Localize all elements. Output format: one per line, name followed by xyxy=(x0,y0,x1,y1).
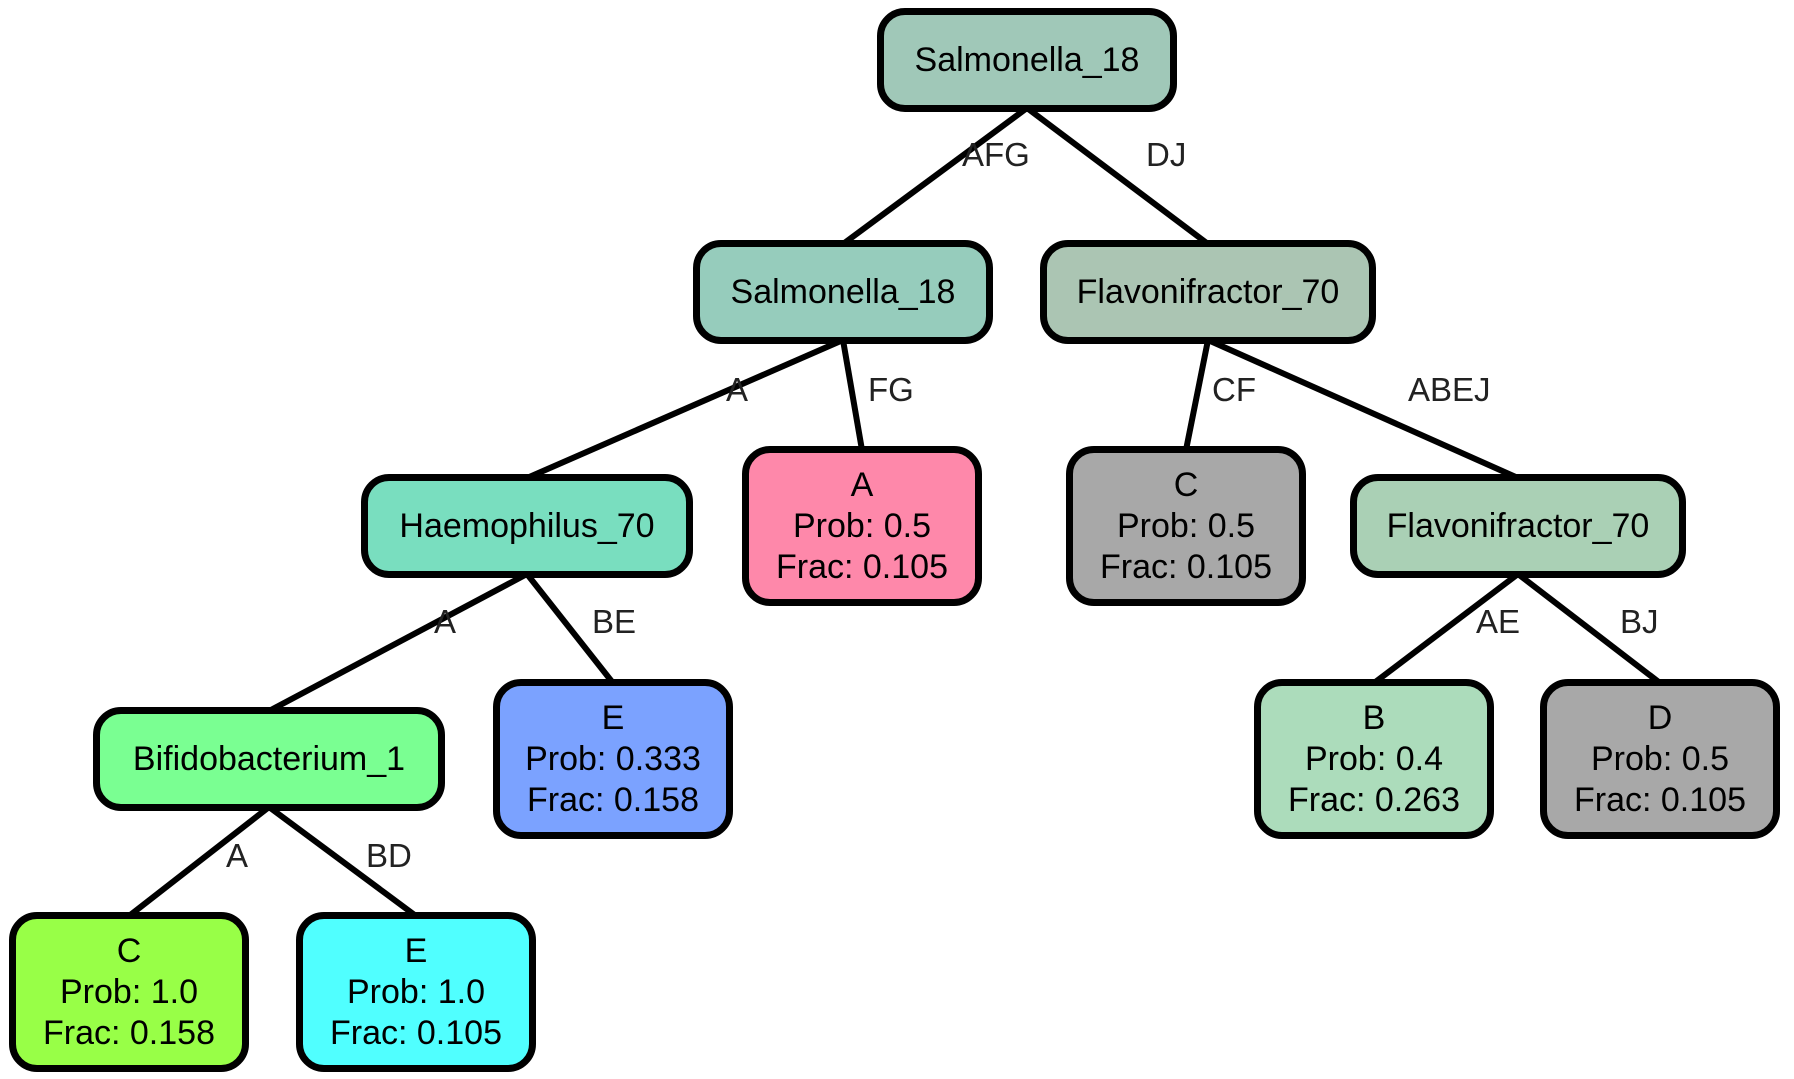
node-title: C xyxy=(116,931,142,970)
edge-sal2-leafA xyxy=(840,339,865,451)
node-title: C xyxy=(1173,465,1199,504)
node-title: E xyxy=(404,931,428,970)
node-title: Haemophilus_70 xyxy=(399,506,655,545)
edge-label: A xyxy=(726,371,749,408)
node-bifi: Bifidobacterium_1 xyxy=(93,707,445,811)
edge-sal2-haem xyxy=(525,337,845,481)
node-title: A xyxy=(850,465,874,504)
edge-bifi-leafC2 xyxy=(127,804,271,919)
edge-label: CF xyxy=(1212,371,1256,408)
node-title: Salmonella_18 xyxy=(730,272,956,311)
edge-bifi-leafE2 xyxy=(267,804,418,919)
node-detail: Prob: 0.4 xyxy=(1305,739,1443,778)
edge-root-sal2 xyxy=(841,105,1029,247)
edge-label: BD xyxy=(366,837,412,874)
edge-flav1-leafC1 xyxy=(1183,339,1211,451)
node-detail: Prob: 1.0 xyxy=(60,972,198,1011)
edge-label: A xyxy=(434,603,457,640)
node-title: D xyxy=(1647,698,1673,737)
edge-label: DJ xyxy=(1146,136,1187,173)
node-detail: Frac: 0.105 xyxy=(1100,547,1272,586)
edge-label: BE xyxy=(592,603,637,640)
edge-flav1-flav2 xyxy=(1206,337,1520,481)
edge-label: A xyxy=(226,837,249,874)
node-detail: Prob: 0.5 xyxy=(1591,739,1729,778)
node-flav2: Flavonifractor_70 xyxy=(1350,474,1686,578)
edge-label: AE xyxy=(1476,603,1521,640)
node-flav1: Flavonifractor_70 xyxy=(1040,240,1376,344)
edge-label: BJ xyxy=(1620,603,1659,640)
node-detail: Frac: 0.263 xyxy=(1288,780,1460,819)
node-detail: Prob: 0.5 xyxy=(1117,506,1255,545)
edge-root-flav1 xyxy=(1025,105,1210,247)
node-sal2: Salmonella_18 xyxy=(693,240,993,344)
node-haem: Haemophilus_70 xyxy=(361,474,693,578)
edge-label: FG xyxy=(868,371,914,408)
edge-flav2-leafD xyxy=(1516,571,1662,686)
node-title: Salmonella_18 xyxy=(914,40,1140,79)
edge-haem-bifi xyxy=(267,571,529,714)
node-title: E xyxy=(601,698,625,737)
node-detail: Prob: 0.5 xyxy=(793,506,931,545)
node-title: B xyxy=(1362,698,1386,737)
node-detail: Prob: 1.0 xyxy=(347,972,485,1011)
node-detail: Frac: 0.105 xyxy=(1574,780,1746,819)
node-title: Flavonifractor_70 xyxy=(1076,272,1340,311)
edge-haem-leafE1 xyxy=(524,572,616,685)
node-title: Flavonifractor_70 xyxy=(1386,506,1650,545)
edge-flav2-leafB xyxy=(1372,571,1520,686)
node-detail: Prob: 0.333 xyxy=(525,739,701,778)
edge-label: AFG xyxy=(962,136,1030,173)
edge-label: ABEJ xyxy=(1408,371,1491,408)
node-detail: Frac: 0.105 xyxy=(330,1013,502,1052)
node-root: Salmonella_18 xyxy=(877,8,1177,112)
node-title: Bifidobacterium_1 xyxy=(132,739,406,778)
node-detail: Frac: 0.105 xyxy=(776,547,948,586)
node-detail: Frac: 0.158 xyxy=(43,1013,215,1052)
node-detail: Frac: 0.158 xyxy=(527,780,699,819)
